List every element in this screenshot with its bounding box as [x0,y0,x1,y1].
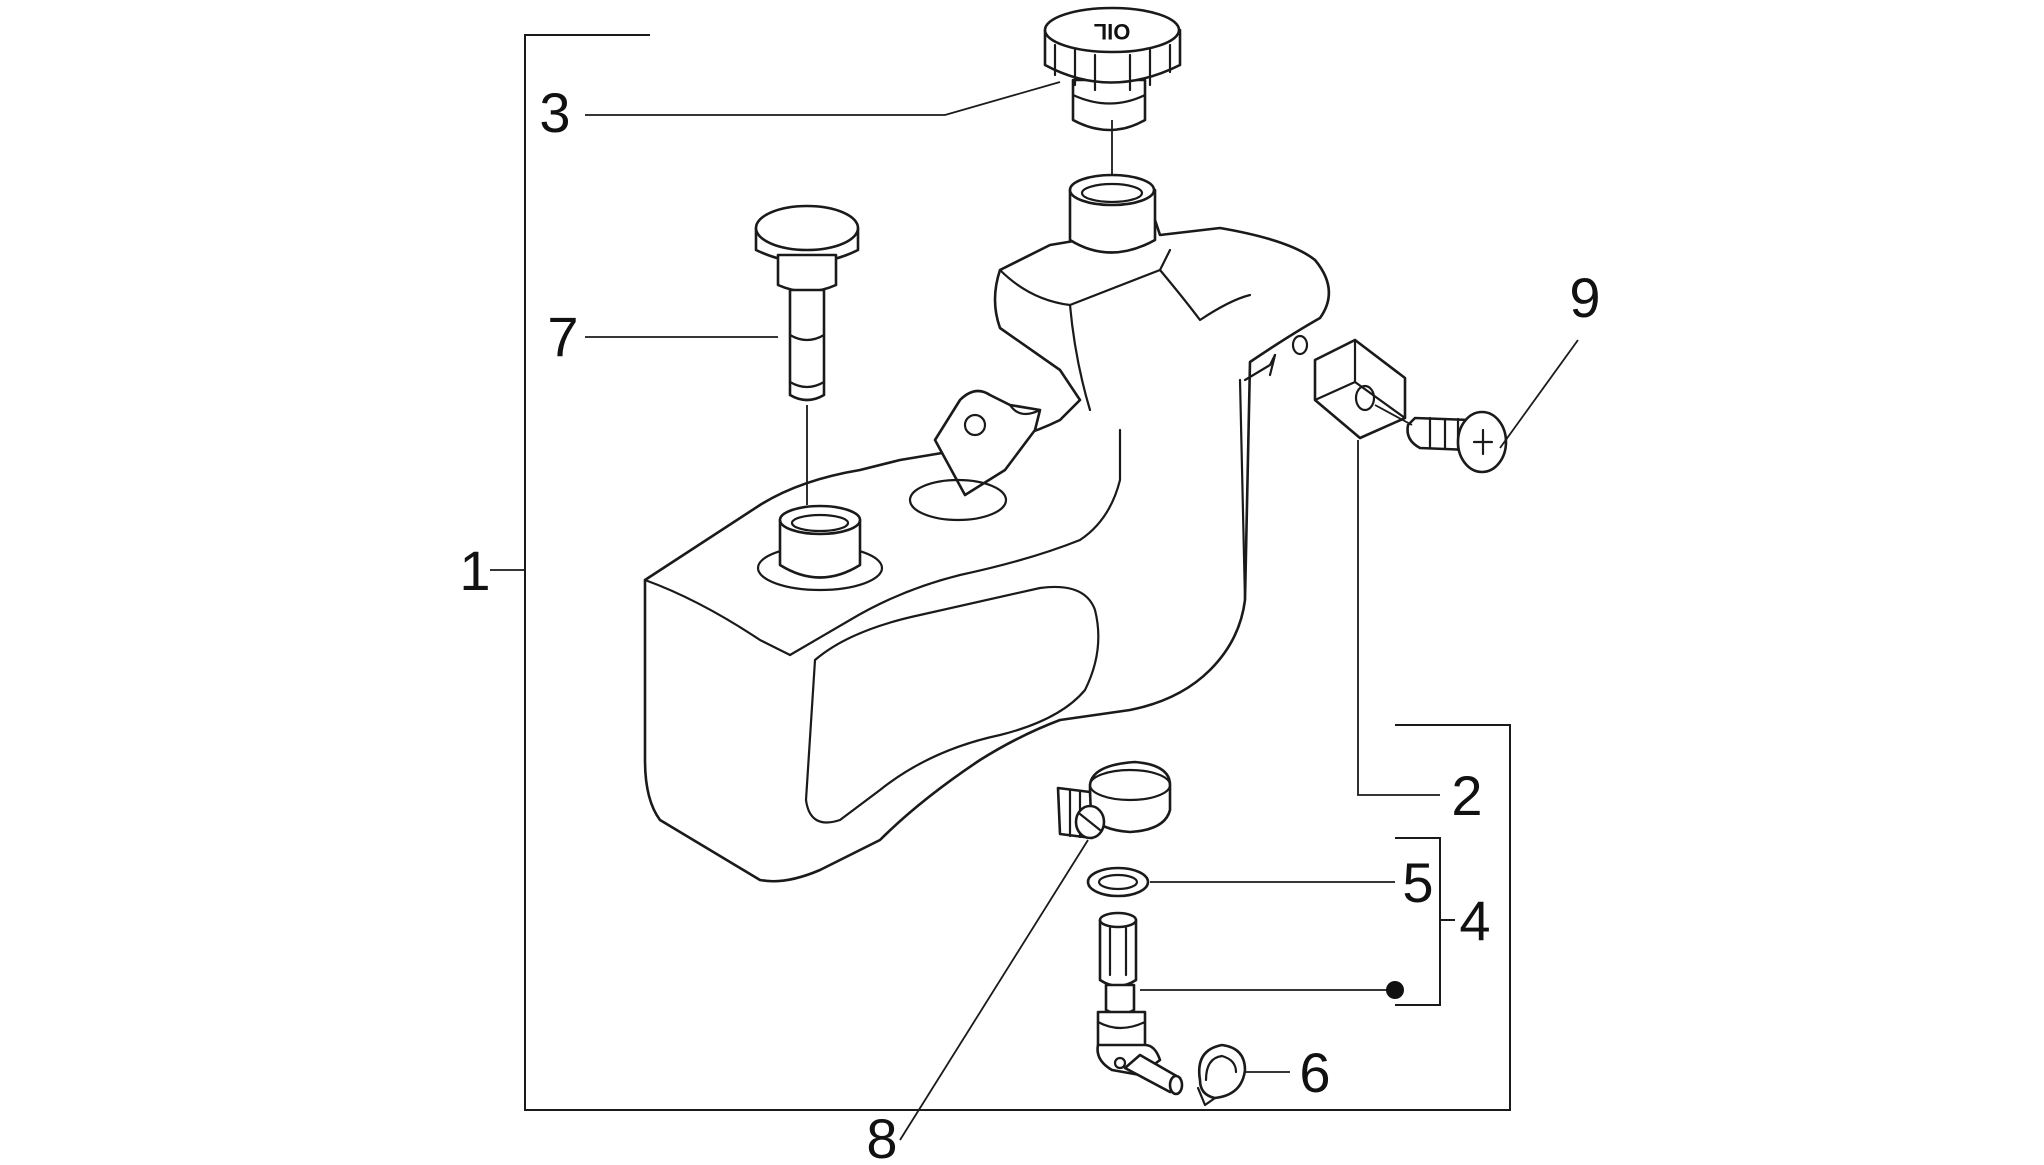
dipstick-plug [754,204,860,402]
o-ring [1086,866,1150,898]
callout-9: 9 [1569,266,1600,329]
screw-axis-line [1374,404,1413,426]
filler-neck-rear [1068,173,1157,254]
oil-tank [643,218,1331,883]
callout-4: 4 [1459,889,1490,952]
callout-5: 5 [1402,851,1433,914]
callout-3: 3 [539,81,570,144]
hose-clamp-small [1196,1043,1247,1107]
assembly-frame [524,34,1511,1111]
leader-3 [585,81,1061,116]
callout-6: 6 [1299,1041,1330,1104]
sub-bracket-4 [1395,837,1455,1006]
hose-clamp-upper [1056,760,1172,840]
filler-neck-front [756,504,884,592]
callouts: 3 7 1 9 2 5 4 6 8 [459,81,1600,1165]
callout-7: 7 [547,305,578,368]
fuel-tap-filter [1096,911,1184,1096]
cap-label-text: OIL [1094,19,1131,44]
callout-1: 1 [459,539,490,602]
leader-2 [1357,440,1440,796]
callout-2: 2 [1451,764,1482,827]
clip-nut [1313,338,1407,440]
screw [1406,410,1508,474]
leader-lines [490,81,1579,1141]
leader-9 [1499,339,1579,449]
leader-4-dot [1386,981,1404,999]
leader-8 [899,839,1089,1141]
callout-8: 8 [866,1107,897,1165]
oil-cap: OIL [1043,6,1182,132]
